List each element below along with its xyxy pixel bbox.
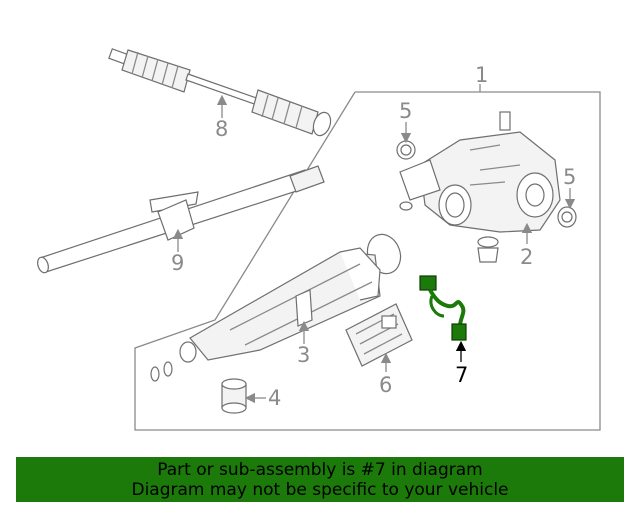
bushing-part-4 xyxy=(221,378,266,414)
callout-2: 2 xyxy=(520,245,533,269)
banner-line-2: Diagram may not be specific to your vehi… xyxy=(131,479,509,500)
callout-3: 3 xyxy=(297,343,310,367)
axle-shaft-part-8 xyxy=(108,48,332,137)
callout-1: 1 xyxy=(475,63,488,87)
parts-diagram: 1 5 5 2 8 9 3 4 6 7 xyxy=(37,48,601,431)
callout-7: 7 xyxy=(455,363,468,387)
callout-5-left: 5 xyxy=(399,99,412,123)
callout-4: 4 xyxy=(268,386,281,410)
wiring-harness-part-7[interactable] xyxy=(419,275,467,362)
o-rings xyxy=(150,361,173,382)
assembly-frame xyxy=(134,84,601,431)
seal-part-5-right xyxy=(557,188,577,228)
callout-8: 8 xyxy=(215,117,228,141)
callout-9: 9 xyxy=(171,251,184,275)
callout-5-right: 5 xyxy=(563,165,576,189)
callout-6: 6 xyxy=(379,373,392,397)
banner-line-1: Part or sub-assembly is #7 in diagram xyxy=(157,459,483,480)
housing-part-3 xyxy=(179,247,381,363)
diagram-notice-banner: Part or sub-assembly is #7 in diagram Di… xyxy=(16,457,624,502)
control-module-part-6 xyxy=(345,303,413,372)
drive-shaft-part-9 xyxy=(37,165,325,274)
seal-part-5-left xyxy=(396,122,416,160)
differential-part-2 xyxy=(399,111,561,244)
